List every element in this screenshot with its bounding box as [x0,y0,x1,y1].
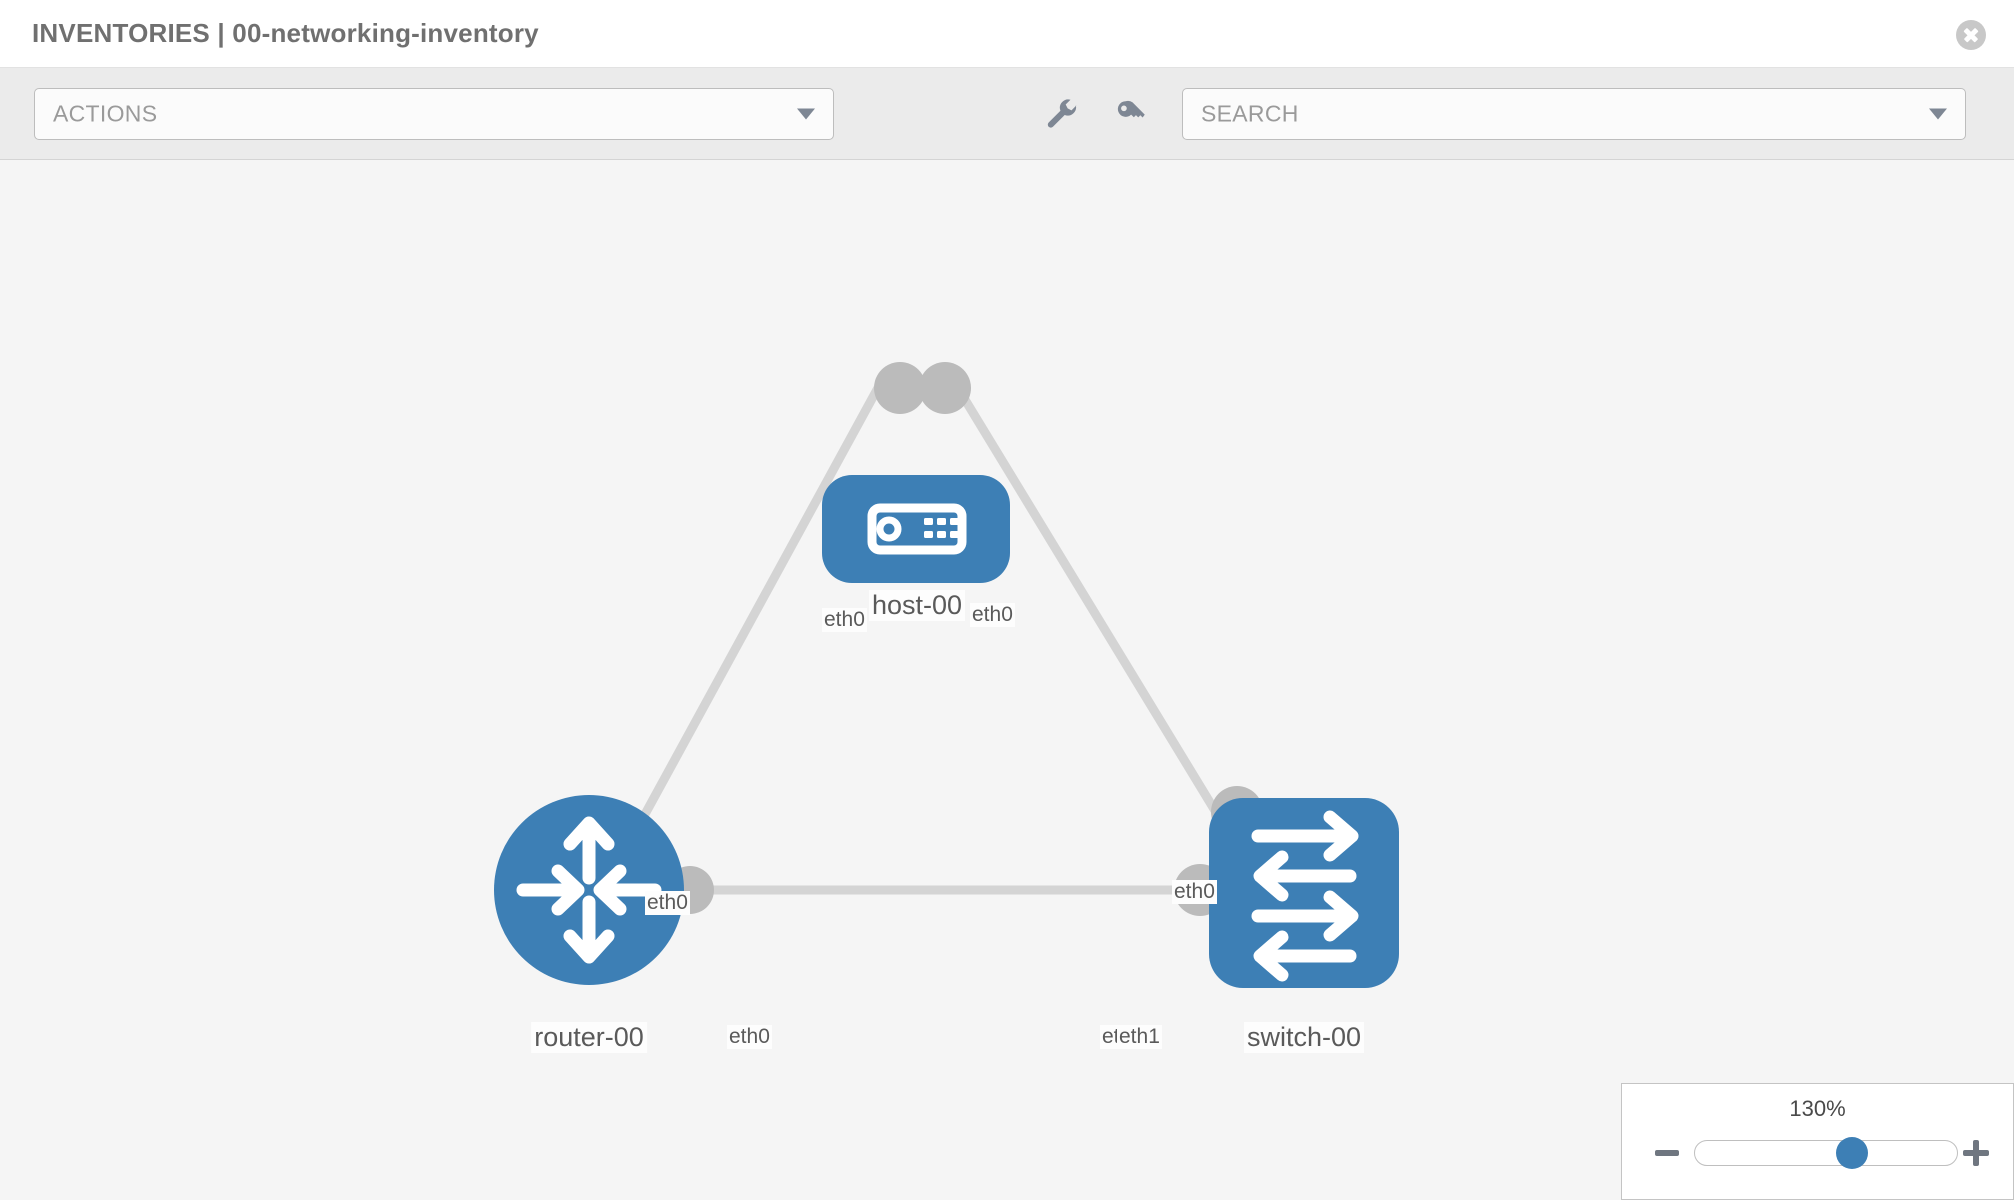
chevron-down-icon [1929,108,1947,120]
zoom-percent-label: 130% [1789,1096,1846,1121]
node-host-00 [822,475,1010,583]
interface-label: eth0 [645,891,690,915]
zoom-slider[interactable] [1694,1137,1958,1169]
node-label-router-00: router-00 [531,1022,647,1053]
interface-label: eth0 [1172,880,1217,904]
port-host00-right [919,362,971,414]
topology-canvas[interactable]: host-00 router-00 switch-00 eth0 eth0 et… [0,160,2014,1200]
wrench-icon[interactable] [1036,88,1088,140]
page-header: INVENTORIES | 00-networking-inventory [0,0,2014,68]
interface-label: eth0 [727,1025,772,1049]
switch-icon [1251,810,1359,982]
router-icon [516,816,662,964]
search-input[interactable]: SEARCH [1182,88,1966,140]
interface-label: eth1 [1117,1025,1162,1049]
node-label-host-00: host-00 [868,590,966,621]
node-switch-00 [1209,798,1399,988]
host-icon [867,503,967,555]
actions-dropdown-label: ACTIONS [53,100,158,127]
toolbar: ACTIONS SEARCH [0,68,2014,160]
topology-links [616,372,1250,895]
topology-graph [494,362,1399,988]
chevron-down-icon [797,108,815,120]
close-icon[interactable] [1956,20,1986,50]
node-label-switch-00: switch-00 [1243,1022,1365,1053]
zoom-slider-handle[interactable] [1836,1137,1869,1169]
interface-label: eth0 [970,603,1015,627]
port-host00-left [874,362,926,414]
key-icon[interactable] [1106,88,1158,140]
zoom-out-button[interactable] [1650,1136,1684,1170]
link-host00-switch00 [946,372,1249,863]
search-placeholder: SEARCH [1201,100,1299,127]
page-title: INVENTORIES | 00-networking-inventory [32,18,539,48]
link-router00-host00 [616,372,889,863]
topology-ports [666,362,1263,916]
interface-label: eth0 [822,608,867,632]
zoom-control-panel: 130% [1621,1083,2014,1200]
node-router-00 [494,795,684,985]
zoom-in-button[interactable] [1959,1136,1993,1170]
actions-dropdown[interactable]: ACTIONS [34,88,834,140]
